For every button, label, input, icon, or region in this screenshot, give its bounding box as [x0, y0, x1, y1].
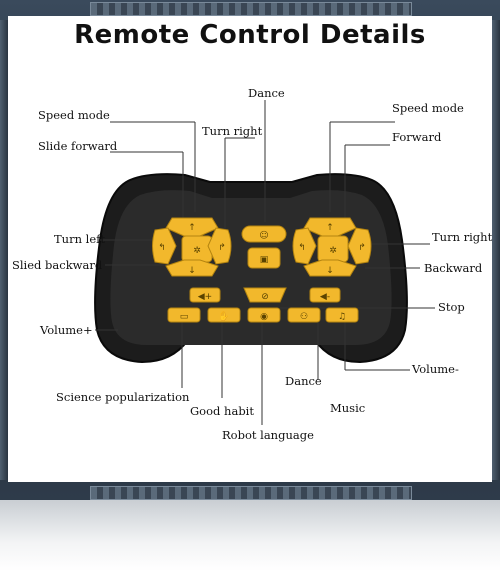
- backward-button: [303, 259, 357, 277]
- label-volume-minus: Volume-: [412, 362, 459, 376]
- label-turn-right-top: Turn right: [202, 124, 263, 138]
- page-title: Remote Control Details: [74, 20, 426, 50]
- science-popularization-button: [167, 307, 201, 323]
- speed-icon: ✲: [329, 246, 337, 256]
- speaker-plus-icon: ◀+: [198, 292, 212, 302]
- robot-icon: ▣: [260, 255, 269, 265]
- stop-icon: ⊘: [261, 292, 269, 302]
- middle-buttons: [167, 225, 359, 323]
- up-arrow-icon: ↑: [188, 223, 196, 233]
- label-science-popularization: Science popularization: [56, 390, 190, 404]
- turn-right-icon: ↱: [218, 243, 226, 253]
- volume-minus-button: [309, 287, 341, 303]
- down-arrow-icon: ↓: [326, 266, 334, 276]
- label-dance-top: Dance: [248, 86, 285, 100]
- frame-left-edge: [0, 20, 8, 480]
- dance-face-icon: ☺: [259, 230, 268, 241]
- music-button: [325, 307, 359, 323]
- slied-backward-button: [165, 259, 219, 277]
- frame-top-ornament: [90, 2, 412, 16]
- down-arrow-icon: ↓: [188, 266, 196, 276]
- frame-bottom-ornament: [90, 486, 412, 500]
- label-robot-language: Robot language: [222, 428, 314, 442]
- stop-button: [243, 287, 287, 303]
- button-glyphs: ↑ ↰ ✲ ↱ ↓ ↑ ↰ ✲ ↱ ↓ ☺ ▣ ◀+ ⊘ ◀- ▭ ✋ ◉ ⚇ …: [158, 223, 366, 322]
- robot-language-button: [247, 307, 281, 323]
- left-dpad: [152, 217, 232, 277]
- up-arrow-icon: ↑: [326, 223, 334, 233]
- turn-right-left-button: [207, 227, 232, 265]
- label-speed-mode-left: Speed mode: [38, 108, 110, 122]
- music-note-icon: ♫: [338, 312, 346, 322]
- label-speed-mode-right: Speed mode: [392, 101, 464, 115]
- volume-plus-button: [189, 287, 221, 303]
- turn-left-right-button: [292, 227, 317, 265]
- book-icon: ▭: [180, 312, 189, 322]
- turn-right-button: [347, 227, 372, 265]
- label-volume-plus: Volume+: [40, 323, 93, 337]
- dance-icon: ✲: [193, 246, 201, 256]
- label-slide-forward: Slide forward: [38, 139, 118, 153]
- leader-lines: [95, 100, 435, 425]
- dance-mode-button: [241, 225, 287, 243]
- bottom-reflection: [0, 500, 500, 571]
- label-slied-backward: Slied backward: [12, 258, 103, 272]
- label-music: Music: [330, 401, 366, 415]
- label-stop: Stop: [438, 300, 465, 314]
- label-forward: Forward: [392, 130, 442, 144]
- turn-left-icon: ↰: [158, 243, 166, 253]
- right-dpad: [292, 217, 372, 277]
- label-turn-right-side: Turn right: [432, 230, 493, 244]
- remote-control-illustration: ↑ ↰ ✲ ↱ ↓ ↑ ↰ ✲ ↱ ↓ ☺ ▣ ◀+ ⊘ ◀- ▭ ✋ ◉ ⚇ …: [94, 100, 435, 425]
- good-habit-button: [207, 307, 241, 323]
- dance-bottom-button: [287, 307, 321, 323]
- turn-left-button: [152, 227, 177, 265]
- label-good-habit: Good habit: [190, 404, 254, 418]
- label-dance-bottom: Dance: [285, 374, 322, 388]
- hand-icon: ✋: [218, 310, 229, 322]
- turn-left-icon: ↰: [298, 243, 306, 253]
- dance-people-icon: ⚇: [300, 312, 308, 322]
- label-backward: Backward: [424, 261, 483, 275]
- speaker-minus-icon: ◀-: [320, 292, 330, 302]
- robot-head-icon: ◉: [260, 312, 268, 322]
- frame-right-edge: [492, 20, 500, 480]
- turn-right-icon: ↱: [358, 243, 366, 253]
- robot-face-button: [247, 247, 281, 269]
- label-turn-left: Turn left: [54, 232, 105, 246]
